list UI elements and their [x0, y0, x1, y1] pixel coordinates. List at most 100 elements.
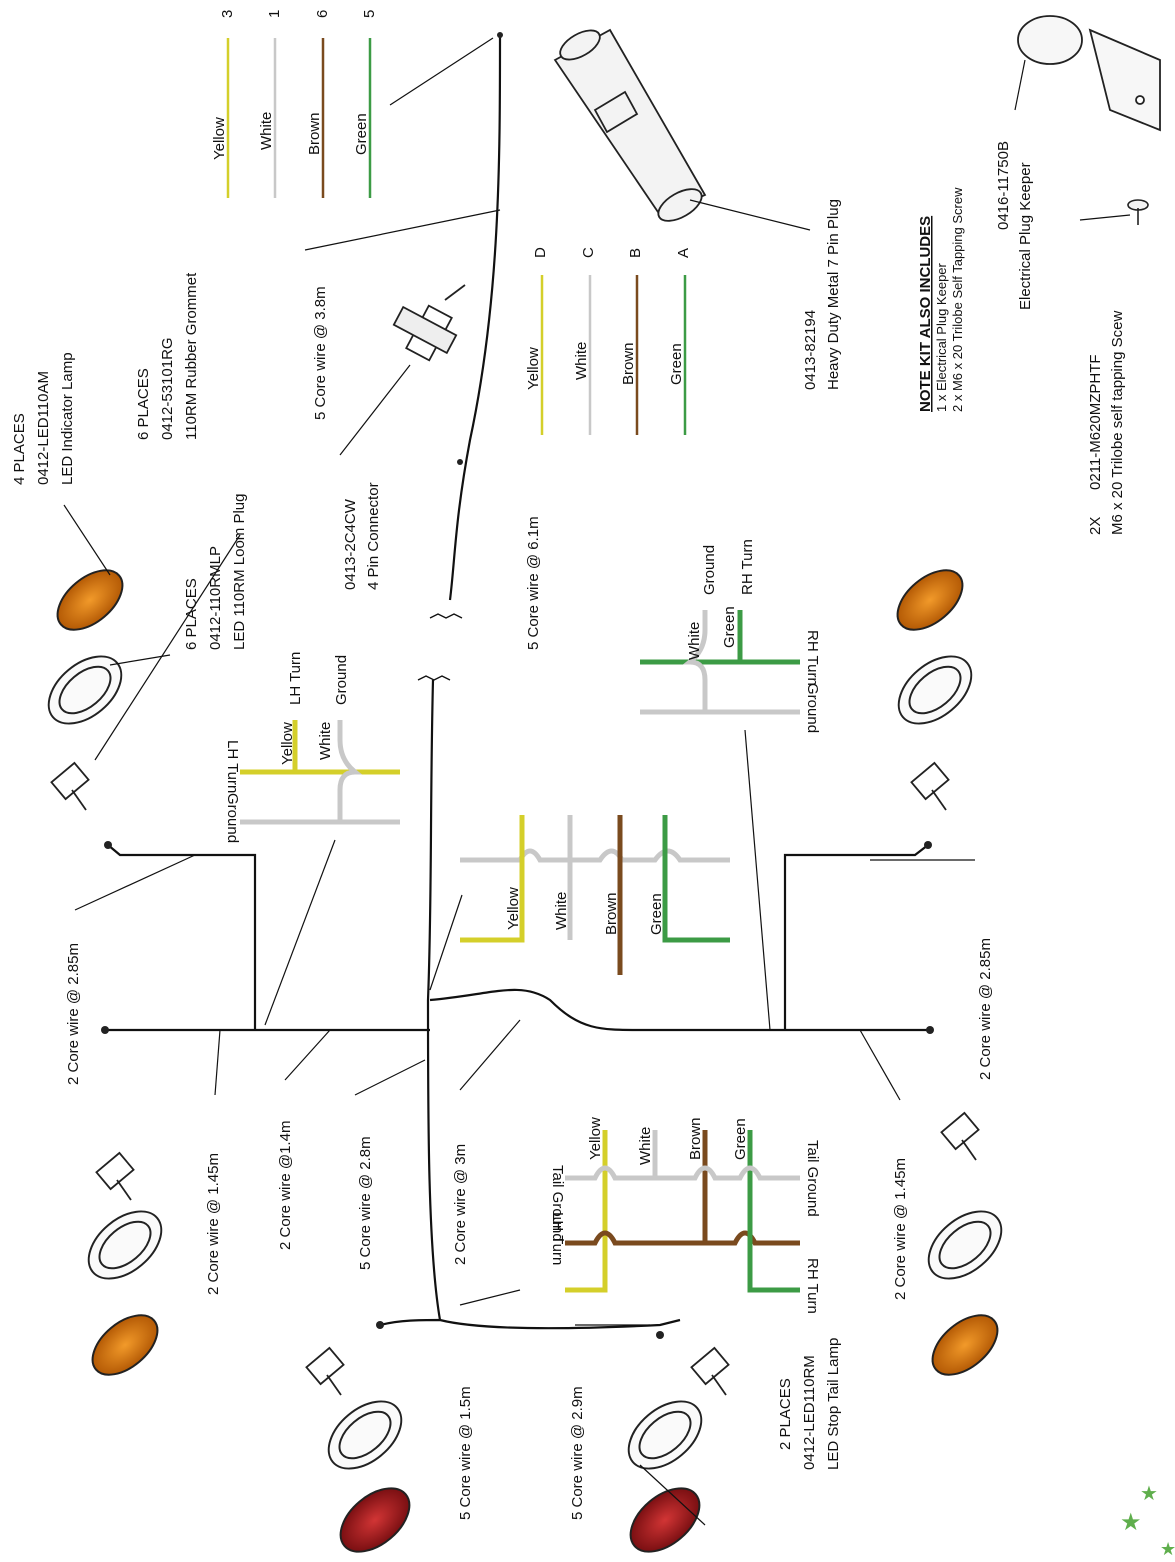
tail-junction-diagram [565, 1130, 800, 1293]
plug-green-label: Green [353, 113, 370, 155]
rh-ground-label: Ground [804, 683, 821, 733]
plug-pin-1: 1 [266, 10, 283, 18]
rh-turn-label: RH Turn [804, 630, 821, 686]
grommet-icon [47, 655, 123, 725]
screw-part: 0211-M620MZPHTF [1087, 354, 1104, 490]
screw-qty: 2X [1087, 517, 1104, 535]
screw-icon [1127, 199, 1149, 225]
leader-line [639, 1464, 706, 1526]
lh-white-label: White [317, 722, 334, 760]
loom-plug-icon [95, 1151, 135, 1201]
connector-part: 0413-2C4CW [342, 498, 359, 590]
labels: 4 PLACES 0412-LED110AM LED Indicator Lam… [11, 10, 1126, 1520]
main-white-line [460, 848, 730, 863]
stop-tail-lamp-icon [339, 1487, 411, 1553]
indicator-lamp-icon [56, 569, 124, 631]
rh-junction-diagram [640, 610, 800, 715]
leader-lines [63, 37, 1131, 1526]
loom-plug-icon [50, 761, 90, 811]
wire-end [926, 1026, 934, 1034]
rh-rhturn-label: RH Turn [739, 539, 756, 595]
conn-pin-b: B [627, 248, 644, 258]
stop-tail-desc: LED Stop Tail Lamp [825, 1338, 842, 1470]
note-line-1: 1 x Electrical Plug Keeper [934, 262, 949, 412]
lh-lhturn-label: LH Turn [287, 652, 304, 705]
lh-yellow-label: Yellow [279, 722, 296, 765]
leader-line [429, 894, 463, 991]
wire-end [924, 841, 932, 849]
wire-label-1-5: 5 Core wire @ 1.5m [457, 1386, 474, 1520]
conn-pin-d: D [532, 247, 549, 258]
wire-end [376, 1321, 384, 1329]
main-green-wire [662, 815, 730, 943]
note-line-2: 2 x M6 x 20 Trilobe Self Tapping Screw [950, 187, 965, 412]
break-marks [417, 613, 463, 681]
keeper-part: 0416-11750B [995, 141, 1012, 230]
main-yellow-label: Yellow [505, 887, 522, 930]
wire-end [497, 32, 503, 38]
plug-pin-6: 6 [314, 10, 331, 18]
leader-line [109, 654, 171, 666]
tail-ground-l-label: Tail Ground [549, 1165, 566, 1242]
conn-green-label: Green [668, 343, 685, 385]
loom-plug-icon [690, 1346, 730, 1396]
stop-tail-qty: 2 PLACES [777, 1378, 794, 1450]
plug-pin-5: 5 [361, 10, 378, 18]
loom-plug-icon [305, 1346, 345, 1396]
tail-yellow-label: Yellow [587, 1117, 604, 1160]
tail-ground-wire [565, 1165, 800, 1181]
loom-plug-icon [940, 1111, 980, 1161]
connector-desc: 4 Pin Connector [365, 482, 382, 590]
leader-line [744, 729, 771, 1031]
plug-keeper-icon [1017, 15, 1161, 132]
wire-label-3-8: 5 Core wire @ 3.8m [312, 286, 329, 420]
wire-end [101, 1026, 109, 1034]
tail-rhturn-label: RH Turn [804, 1258, 821, 1314]
svg-text:★: ★ [1160, 1539, 1175, 1559]
leader-line [459, 1019, 521, 1091]
leader-line [304, 209, 501, 251]
svg-text:★: ★ [1120, 1509, 1142, 1536]
break-mark [417, 675, 451, 681]
right-top-branch [783, 844, 929, 1030]
rh-white-hop [682, 610, 708, 712]
wire-label-1-45-right: 2 Core wire @ 1.45m [892, 1158, 909, 1300]
break-mark [429, 613, 463, 619]
leader-line [284, 1029, 331, 1081]
leader-line [459, 1289, 521, 1306]
harness-wires [105, 34, 930, 1330]
grommet-part: 0412-53101RG [159, 337, 176, 440]
main-trunk-wire [448, 34, 502, 601]
leader-line [354, 1059, 426, 1096]
tail-white-label: White [637, 1127, 654, 1165]
leader-line [264, 839, 336, 1026]
lh-junction-diagram [240, 720, 400, 825]
indicator-lamp-icon [91, 1314, 159, 1376]
loom-plug-qty: 6 PLACES [183, 578, 200, 650]
plug-part: 0413-82194 [802, 310, 819, 390]
indicator-part: 0412-LED110AM [35, 371, 52, 485]
grommet-desc: 110RM Rubber Grommet [183, 272, 200, 440]
tail-green-wire [747, 1130, 800, 1293]
main-white-label: White [553, 892, 570, 930]
grommet-icon [627, 1400, 703, 1470]
leader-line [94, 534, 241, 761]
wire-label-2-8: 5 Core wire @ 2.8m [357, 1136, 374, 1270]
wire-label-2-9: 5 Core wire @ 2.9m [569, 1386, 586, 1520]
right-branch-wire [429, 988, 930, 1032]
conn-brown-label: Brown [620, 342, 637, 385]
connector-pin-legend [540, 275, 687, 435]
indicator-lamp-icon [931, 1314, 999, 1376]
leader-line [214, 1029, 221, 1096]
lh-ground2-label: Ground [333, 655, 350, 705]
plug-pin-legend [226, 38, 372, 198]
main-junction-diagram [460, 815, 730, 975]
plug-pin-3: 3 [219, 10, 236, 18]
bottom-branch-wire [379, 1318, 681, 1330]
four-pin-connector-icon [392, 284, 466, 362]
leader-line [389, 37, 494, 106]
tail-brown-wire [565, 1230, 800, 1246]
left-top-branch [107, 844, 257, 1030]
wire-label-1-4: 2 Core wire @1.4m [277, 1121, 294, 1250]
